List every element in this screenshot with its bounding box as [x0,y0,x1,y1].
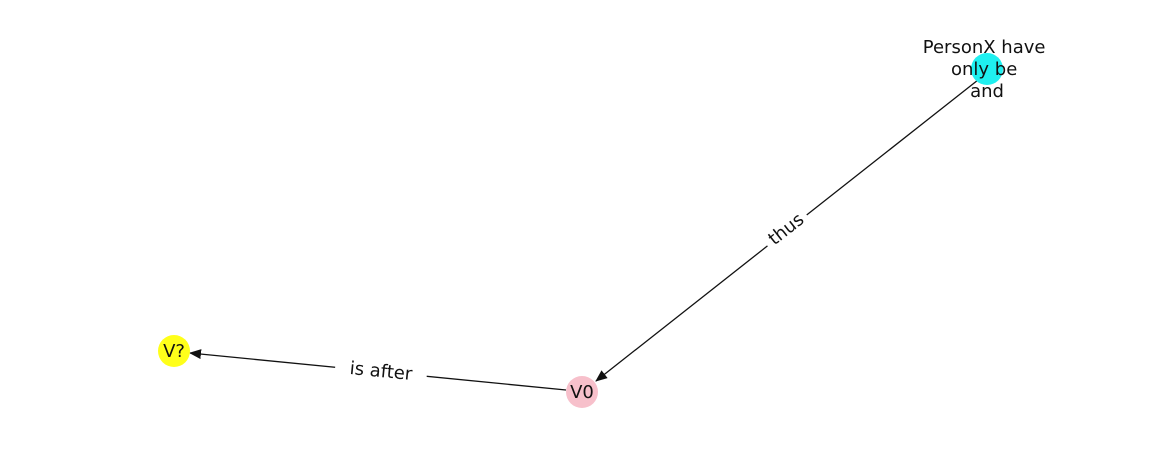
node-vq-label: V? [163,341,185,362]
node-labels-layer: PersonX have only be and V0 V? [163,37,1051,403]
edge-is-after-label-group: is after [333,353,429,389]
edge-labels-layer: thus is after [333,203,814,389]
edge-thus-label-bg [758,203,814,255]
nodes-layer [158,53,1003,408]
node-vq-circle [158,335,190,367]
node-personx-label: PersonX have only be and [923,37,1051,102]
edge-is-after-label-bg [333,353,429,389]
node-personx-label-line2: only be [951,59,1017,80]
node-v0-label: V0 [570,382,594,403]
edges-layer [189,79,979,391]
node-personx-circle [971,53,1003,85]
node-personx-label-line1: PersonX have [923,37,1046,58]
node-personx-label-line3: and [970,81,1004,102]
node-v0-circle [566,376,598,408]
